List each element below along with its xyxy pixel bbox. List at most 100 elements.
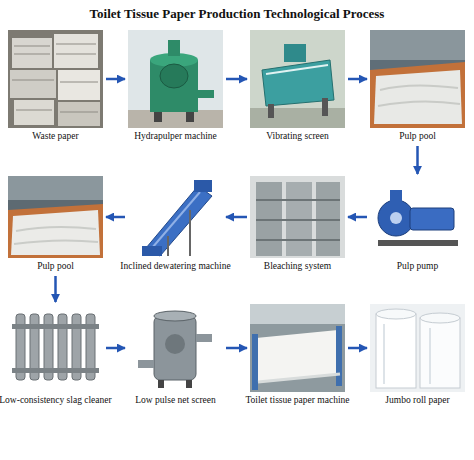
process-step: Pulp pool bbox=[370, 30, 465, 144]
illustration-part bbox=[128, 110, 223, 128]
pressure-screen-photo bbox=[128, 304, 223, 392]
illustration-part bbox=[390, 190, 402, 202]
illustration-part bbox=[160, 64, 188, 88]
pulp-pool-photo bbox=[8, 176, 103, 258]
flow-arrow bbox=[106, 78, 125, 81]
illustration-part bbox=[410, 208, 454, 230]
illustration-part bbox=[12, 38, 52, 68]
process-step: Vibrating screen bbox=[250, 30, 345, 144]
step-label: Waste paper bbox=[0, 131, 121, 142]
diagram-title: Toilet Tissue Paper Production Technolog… bbox=[0, 6, 474, 22]
step-label: Jumbo roll paper bbox=[353, 395, 474, 406]
illustration-part bbox=[250, 304, 345, 324]
pulp-pump-photo bbox=[370, 176, 465, 258]
illustration-part bbox=[128, 304, 223, 392]
illustration-part bbox=[168, 210, 190, 256]
illustration-part bbox=[168, 40, 180, 56]
bleaching-system-photo bbox=[250, 176, 345, 258]
illustration-part bbox=[198, 90, 214, 98]
inclined-dewatering-photo bbox=[128, 176, 223, 258]
illustration-part bbox=[8, 304, 103, 392]
illustration-part bbox=[186, 380, 192, 388]
process-step: Hydrapulper machine bbox=[128, 30, 223, 144]
process-step: Bleaching system bbox=[250, 176, 345, 274]
illustration-part bbox=[370, 176, 465, 258]
illustration-part bbox=[12, 368, 99, 373]
process-step: Inclined dewatering machine bbox=[128, 176, 223, 274]
illustration-part bbox=[58, 70, 100, 100]
illustration-part bbox=[336, 326, 342, 386]
illustration-part bbox=[268, 104, 274, 118]
illustration-part bbox=[258, 374, 340, 382]
waste-paper-photo bbox=[8, 30, 103, 128]
illustration-part bbox=[378, 85, 460, 106]
illustration-part bbox=[252, 334, 258, 390]
illustration-part bbox=[154, 311, 196, 321]
illustration-part bbox=[142, 246, 162, 256]
step-label: Vibrating screen bbox=[233, 131, 363, 142]
flow-arrow bbox=[348, 347, 367, 350]
flow-arrow bbox=[226, 347, 247, 350]
step-label: Low pulse net screen bbox=[111, 395, 241, 406]
illustration-part bbox=[14, 227, 98, 244]
jumbo-roll-photo bbox=[370, 304, 465, 392]
illustration-part bbox=[10, 70, 56, 98]
illustration-part bbox=[12, 324, 99, 329]
illustration-part bbox=[165, 334, 185, 354]
process-step: Jumbo roll paper bbox=[370, 304, 465, 408]
step-label: Pulp pump bbox=[353, 261, 474, 272]
illustration-part bbox=[370, 304, 465, 392]
process-step: Low-consistency slag cleaner bbox=[8, 304, 103, 408]
paper-machine-photo bbox=[250, 304, 345, 392]
illustration-part bbox=[250, 108, 345, 128]
process-step: Waste paper bbox=[8, 30, 103, 144]
illustration-part bbox=[284, 44, 306, 62]
illustration-part bbox=[14, 100, 54, 125]
process-step: Low pulse net screen bbox=[128, 304, 223, 408]
illustration-part bbox=[250, 304, 345, 392]
illustration-part bbox=[420, 313, 460, 323]
process-step: Toilet tissue paper machine bbox=[250, 304, 345, 408]
illustration-part bbox=[374, 70, 462, 124]
hydrapulper-photo bbox=[128, 30, 223, 128]
illustration-part bbox=[54, 34, 98, 68]
flow-arrow bbox=[106, 216, 125, 219]
illustration-part bbox=[150, 60, 198, 112]
flow-arrow bbox=[226, 78, 247, 81]
flow-arrow bbox=[106, 347, 125, 350]
illustration-part bbox=[384, 324, 430, 384]
illustration-part bbox=[266, 65, 328, 74]
step-label: Pulp pool bbox=[0, 261, 121, 272]
flow-arrow bbox=[348, 78, 367, 81]
illustration-part bbox=[154, 112, 162, 122]
flow-arrow bbox=[54, 276, 57, 302]
illustration-part bbox=[158, 380, 164, 388]
illustration-part bbox=[146, 186, 212, 256]
flow-arrow bbox=[226, 216, 247, 219]
flow-arrow bbox=[348, 216, 367, 219]
illustration-part bbox=[370, 62, 465, 128]
illustration-part bbox=[378, 240, 458, 246]
illustration-part bbox=[390, 212, 402, 224]
flow-arrow bbox=[416, 146, 419, 174]
illustration-part bbox=[194, 180, 212, 192]
step-label: Bleaching system bbox=[233, 261, 363, 272]
illustration-part bbox=[128, 30, 223, 128]
illustration-part bbox=[152, 192, 200, 248]
vibrating-screen-photo bbox=[250, 30, 345, 128]
illustration-part bbox=[256, 200, 340, 240]
step-label: Hydrapulper machine bbox=[111, 131, 241, 142]
step-label: Pulp pool bbox=[353, 131, 474, 142]
illustration-part bbox=[196, 334, 212, 342]
illustration-part bbox=[8, 176, 103, 258]
illustration-part bbox=[376, 309, 416, 319]
illustration-part bbox=[58, 102, 100, 126]
illustration-part bbox=[420, 318, 460, 388]
illustration-part bbox=[186, 112, 194, 122]
process-step: Pulp pool bbox=[8, 176, 103, 274]
illustration-part bbox=[8, 30, 103, 128]
illustration-part bbox=[12, 44, 98, 112]
slag-cleaner-photo bbox=[8, 304, 103, 392]
